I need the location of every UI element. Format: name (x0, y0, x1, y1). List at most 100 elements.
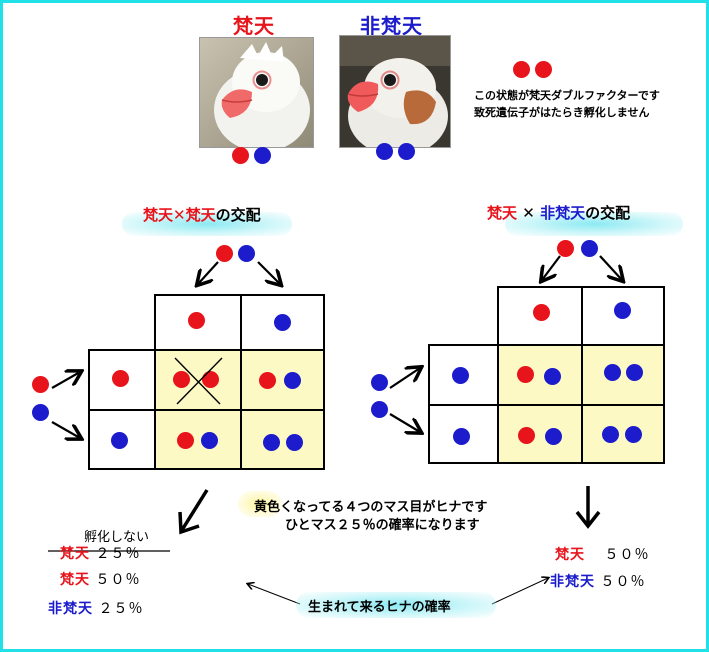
left-result-row-bunten: 梵天 ５０％ (60, 569, 140, 589)
heading-parent-a: 梵天 (143, 206, 174, 224)
allele-dot-blue (376, 143, 393, 160)
allele-dot-red (173, 371, 190, 388)
caption-arrow-icon (491, 578, 548, 605)
result-percent: ５０％ (604, 547, 650, 563)
heading-suffix: の交配 (215, 206, 261, 224)
result-name: 梵天 (555, 547, 585, 563)
result-name: 梵天 (60, 572, 90, 588)
cross-mark: ✕ (173, 206, 186, 224)
allele-dot-red (232, 147, 249, 164)
arrow-icon (51, 421, 80, 438)
bottom-caption: 生まれて来るヒナの確率 (308, 600, 451, 615)
right-grid-offspring-cell (581, 404, 665, 464)
lethal-cross-icon (174, 357, 221, 405)
allele-dot-blue (201, 432, 218, 449)
parent-allele-blue (371, 374, 388, 391)
heading-highlight (122, 212, 292, 236)
allele-dot-blue (254, 147, 271, 164)
left-cross-heading: 梵天✕梵天の交配 (143, 204, 261, 225)
left-grid-offspring-cell (154, 409, 242, 470)
allele-dot-blue (111, 432, 128, 449)
left-grid-offspring-cell (240, 349, 325, 411)
caption-highlight (296, 592, 496, 618)
double-factor-note-line1: この状態が梵天ダブルファクターです (474, 89, 660, 102)
allele-dot-red (177, 432, 194, 449)
allele-dot-blue (614, 302, 631, 319)
result-percent: ２５％ (98, 601, 144, 617)
allele-dot-blue (453, 428, 470, 445)
heading-parent-b: 梵天 (185, 206, 216, 224)
bird-pied-icon (340, 36, 450, 156)
double-factor-note-line2: 致死遺伝子がはたらき孵化しません (474, 106, 650, 119)
allele-dot-blue (286, 434, 303, 451)
left-result-row-lethal: 梵天 ２５％ (60, 543, 140, 563)
allele-dot-blue (452, 367, 469, 384)
result-arrow-icon (180, 489, 209, 531)
parent-allele-red (216, 245, 233, 262)
parent-allele-red (557, 240, 574, 257)
allele-dot-blue (626, 364, 643, 381)
parent-allele-blue (371, 401, 388, 418)
left-grid-offspring-cell (240, 409, 325, 470)
arrow-icon (389, 413, 420, 432)
right-grid-offspring-cell (497, 404, 583, 464)
top-label-bunten: 梵天 (233, 14, 275, 38)
heading-parent-a: 梵天 (487, 204, 518, 222)
caption-arrow-icon (248, 584, 301, 605)
allele-dot-red (518, 427, 535, 444)
result-arrow-icon (575, 510, 601, 529)
allele-dot-red (517, 366, 534, 383)
result-name: 非梵天 (550, 574, 595, 590)
heading-highlight (505, 212, 683, 236)
arrow-icon (257, 261, 280, 284)
parent-allele-blue (32, 404, 49, 421)
arrow-icon (51, 372, 80, 389)
allele-dot-red (202, 371, 219, 388)
allele-dot-blue (544, 368, 561, 385)
right-cross-heading: 梵天 ✕ 非梵天の交配 (487, 202, 630, 223)
left-result-header: 孵化しない (84, 530, 150, 545)
allele-dot-blue (625, 426, 642, 443)
cross-mark: ✕ (522, 204, 535, 222)
allele-dot-blue (602, 426, 619, 443)
allele-dot-red (535, 61, 552, 78)
parent-allele-blue (238, 245, 255, 262)
allele-dot-blue (284, 372, 301, 389)
center-note-line2: ひとマス２５％の確率になります (285, 518, 480, 533)
arrow-icon (198, 261, 219, 284)
lethal-cross-icon (176, 357, 223, 405)
result-name: 非梵天 (48, 601, 93, 617)
right-result-row-non-bunten: 非梵天 ５０％ (550, 571, 645, 591)
heading-parent-b: 非梵天 (540, 204, 586, 222)
left-result-row-non-bunten: 非梵天 ２５％ (48, 598, 143, 618)
result-percent: ５０％ (95, 572, 141, 588)
allele-dot-red (188, 312, 205, 329)
arrow-icon (542, 255, 561, 280)
allele-dot-red (259, 372, 276, 389)
allele-dot-blue (604, 364, 621, 381)
top-label-non-bunten: 非梵天 (360, 14, 423, 38)
photo-bunten-bird (199, 37, 314, 152)
result-percent: ２５％ (95, 546, 141, 562)
result-arrow-icon (178, 511, 200, 535)
allele-dot-blue (263, 434, 280, 451)
allele-dot-red (533, 304, 550, 321)
result-percent: ５０％ (600, 574, 646, 590)
bird-white-icon (200, 38, 313, 152)
arrow-icon (599, 255, 622, 280)
allele-dot-blue (545, 428, 562, 445)
heading-suffix: の交配 (585, 204, 631, 222)
result-name: 梵天 (60, 546, 90, 562)
note-highlight (238, 491, 282, 517)
allele-dot-red (112, 370, 129, 387)
allele-dot-blue (274, 314, 291, 331)
photo-non-bunten-bird (339, 35, 451, 156)
center-note-line1: 黄色くなってる４つのマス目がヒナです (254, 500, 488, 515)
allele-dot-blue (398, 143, 415, 160)
parent-allele-blue (581, 240, 598, 257)
allele-dot-red (513, 61, 530, 78)
right-result-row-bunten: 梵天 ５０％ (555, 544, 649, 564)
arrow-icon (389, 368, 420, 389)
parent-allele-red (32, 376, 49, 393)
